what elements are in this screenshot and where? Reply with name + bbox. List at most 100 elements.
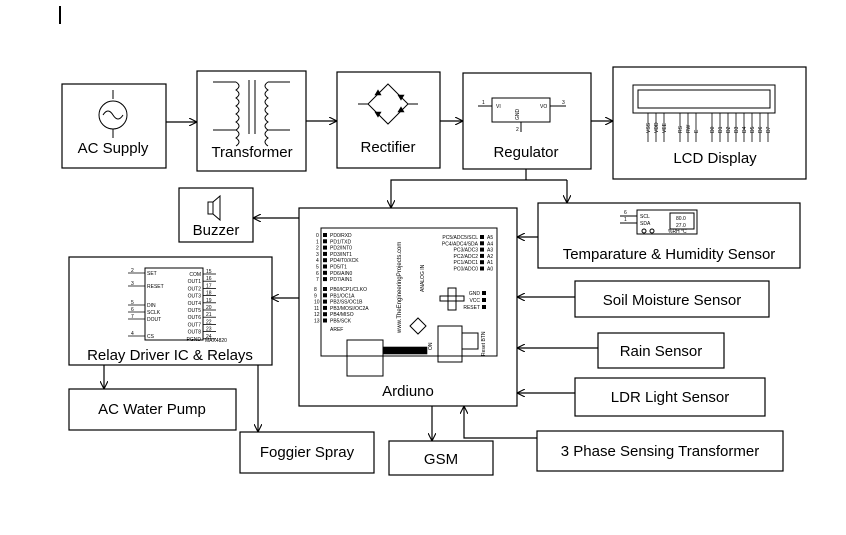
lcd-pin-label: VEE bbox=[662, 122, 668, 133]
arduino-pin-label: PB5/SCK bbox=[330, 319, 352, 325]
arduino-pin-num: 6 bbox=[316, 271, 319, 277]
relay-pin-num: 6 bbox=[131, 307, 134, 313]
arduino-pin-label: PC2/ADC2 bbox=[454, 254, 479, 260]
arduino-pin-label: PB2/SS/OC1B bbox=[330, 300, 363, 306]
arduino-pin-label: PB4/MISO bbox=[330, 312, 354, 318]
arduino-pin-num: 8 bbox=[314, 287, 317, 293]
temp-humidity-block: 6 1 SCL SDA 80.0 27.0 %RH °C Temparature… bbox=[537, 202, 801, 269]
arduino-aref-label: AREF bbox=[330, 327, 343, 333]
relay-pin-num: 18 bbox=[206, 291, 212, 297]
arduino-pin-pad bbox=[480, 235, 484, 239]
relay-pin-num: 16 bbox=[206, 276, 212, 282]
arduino-pin-pad bbox=[323, 270, 327, 275]
relay-pin-num: 15 bbox=[206, 269, 212, 275]
buzzer-label: Buzzer bbox=[193, 222, 240, 239]
arduino-pin-label: PB3/MOSI/OC2A bbox=[330, 306, 369, 312]
ac-pump-block: AC Water Pump bbox=[68, 388, 237, 431]
relay-pin-name: OUT4 bbox=[188, 301, 202, 307]
arduino-pin-pad bbox=[323, 312, 327, 317]
arduino-pin-pad bbox=[323, 258, 327, 263]
relay-pin-name: DOUT bbox=[147, 317, 161, 323]
arduino-pin-pad bbox=[323, 305, 327, 310]
phase-sensing-label: 3 Phase Sensing Transformer bbox=[561, 443, 759, 460]
arduino-power-label: VCC bbox=[469, 298, 480, 304]
lcd-pin-label: RS bbox=[678, 125, 684, 133]
relay-pin-num: 23 bbox=[206, 327, 212, 333]
arduino-label: Ardiuno bbox=[382, 383, 434, 400]
rain-sensor-block: Rain Sensor bbox=[597, 332, 725, 369]
ldr-sensor-label: LDR Light Sensor bbox=[611, 389, 729, 406]
arduino-pin-label: PC4/ADC4/SDA bbox=[442, 241, 479, 247]
relay-pin-num: 22 bbox=[206, 319, 212, 325]
svg-text:80.0: 80.0 bbox=[676, 216, 686, 222]
arduino-analog-label: A1 bbox=[487, 260, 493, 266]
lcd-pin-label: RW bbox=[686, 124, 692, 133]
arduino-pin-label: PD1/TXD bbox=[330, 239, 352, 245]
rain-sensor-label: Rain Sensor bbox=[620, 343, 703, 360]
svg-text:Reset BTN: Reset BTN bbox=[481, 331, 487, 356]
lcd-pin-label: VSS bbox=[646, 122, 652, 133]
arduino-analog-label: A3 bbox=[487, 248, 493, 254]
foggier-block: Foggier Spray bbox=[239, 431, 375, 474]
arduino-pin-pad bbox=[323, 239, 327, 244]
svg-text:VO: VO bbox=[540, 104, 547, 110]
arduino-pin-num: 7 bbox=[316, 277, 319, 283]
svg-text:SCL: SCL bbox=[640, 214, 650, 220]
arduino-pin-label: PD6/AIN0 bbox=[330, 271, 352, 277]
arduino-pin-pad bbox=[323, 299, 327, 304]
arduino-pin-num: 1 bbox=[316, 239, 319, 245]
arduino-pin-pad bbox=[323, 277, 327, 282]
lcd-pin-label: D5 bbox=[750, 126, 756, 133]
arduino-pin-pad bbox=[323, 287, 327, 291]
arduino-pin-pad bbox=[323, 233, 327, 237]
arduino-pin-label: PD5/T1 bbox=[330, 265, 347, 271]
arduino-pin-num: 4 bbox=[316, 258, 319, 264]
ldr-sensor-block: LDR Light Sensor bbox=[574, 377, 766, 417]
transformer-label: Transformer bbox=[211, 144, 292, 161]
svg-text:ANALOG IN: ANALOG IN bbox=[420, 264, 426, 292]
arduino-pin-pad bbox=[482, 291, 486, 295]
relay-pin-num: 3 bbox=[131, 281, 134, 287]
svg-text:www.TheEngineeringProjects.com: www.TheEngineeringProjects.com bbox=[397, 242, 403, 334]
arduino-pin-num: 3 bbox=[316, 252, 319, 258]
arduino-pin-label: PB1/OC1A bbox=[330, 293, 355, 299]
svg-text:GND: GND bbox=[515, 109, 521, 121]
arduino-analog-label: A0 bbox=[487, 267, 493, 273]
relay-pin-name: COM bbox=[189, 272, 201, 278]
relay-pin-num: 21 bbox=[206, 312, 212, 318]
arduino-pin-num: 11 bbox=[314, 306, 319, 312]
svg-text:6: 6 bbox=[624, 210, 627, 216]
svg-text:MAX4820: MAX4820 bbox=[205, 338, 227, 344]
arduino-pin-num: 9 bbox=[314, 293, 317, 299]
svg-text:%RH °C: %RH °C bbox=[668, 229, 687, 235]
relay-pin-name: DIN bbox=[147, 303, 156, 309]
relay-pin-name: OUT5 bbox=[188, 308, 202, 314]
relay-pin-name: SCLK bbox=[147, 310, 161, 316]
lcd-pin-label: D7 bbox=[766, 126, 772, 133]
lcd-pin-label: E bbox=[694, 129, 700, 133]
arduino-pin-pad bbox=[323, 251, 327, 256]
relay-pin-name: CS bbox=[147, 334, 155, 340]
svg-text:1: 1 bbox=[624, 217, 627, 223]
arduino-pin-pad bbox=[323, 264, 327, 269]
arduino-pin-label: PD7/AIN1 bbox=[330, 277, 352, 283]
transformer-block: Transformer bbox=[196, 70, 307, 172]
lcd-pin-label: D2 bbox=[726, 126, 732, 133]
rectifier-block: Rectifier bbox=[336, 71, 441, 169]
arduino-pin-num: 0 bbox=[316, 233, 319, 239]
relay-pin-num: 17 bbox=[206, 283, 212, 289]
arduino-pin-label: PC3/ADC3 bbox=[454, 248, 479, 254]
relay-pin-name: OUT3 bbox=[188, 294, 202, 300]
ac-supply-label: AC Supply bbox=[78, 140, 149, 157]
relay-pin-num: 7 bbox=[131, 314, 134, 320]
relay-driver-label: Relay Driver IC & Relays bbox=[87, 347, 253, 364]
lcd-pin-label: VDD bbox=[654, 122, 660, 133]
relay-pin-name: OUT8 bbox=[188, 330, 202, 336]
svg-text:1: 1 bbox=[482, 100, 485, 106]
arduino-pin-pad bbox=[323, 245, 327, 250]
arduino-analog-label: A2 bbox=[487, 254, 493, 260]
relay-pin-num: 4 bbox=[131, 331, 134, 337]
